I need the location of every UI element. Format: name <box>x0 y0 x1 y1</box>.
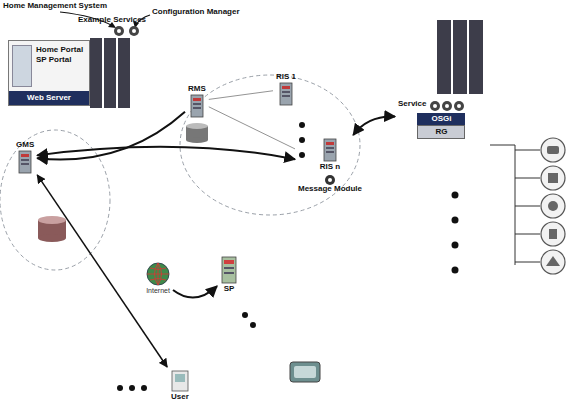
web-server-bar: Web Server <box>9 91 89 105</box>
osgi-bar: OSGi <box>417 113 465 125</box>
rg-box: RG <box>417 125 465 139</box>
user-icon <box>170 370 190 392</box>
server-icon-shape <box>17 150 33 174</box>
portal-panel: Home PortalSP PortalWeb Server <box>8 40 90 106</box>
portal-body: Home PortalSP Portal <box>9 41 89 91</box>
globe-icon <box>146 262 170 286</box>
service-icons <box>114 26 139 36</box>
connector <box>209 91 273 100</box>
gms-server: GMS <box>16 140 34 174</box>
rg-stack <box>437 20 483 94</box>
service-row: Service <box>398 98 465 110</box>
node-label: User <box>171 392 189 402</box>
domain-circles <box>0 75 360 270</box>
globe-icon-shape <box>146 262 170 286</box>
server-icon-shape <box>278 82 294 106</box>
leader-lines <box>60 12 150 26</box>
node-label: Message Module <box>298 184 362 194</box>
server-columns <box>90 38 130 108</box>
residential-gateway: ServiceOSGiRG <box>398 98 465 139</box>
node-label: Web Server <box>13 93 85 103</box>
node-label: Home Portal <box>36 45 83 55</box>
node-label: Service <box>398 99 426 109</box>
server-icon <box>322 138 338 162</box>
node-label: OSGi <box>417 114 465 124</box>
home-devices <box>490 138 565 274</box>
annotation-label: Configuration Manager <box>152 7 240 17</box>
node-label: RIS n <box>320 162 340 172</box>
server-icon-shape <box>220 256 238 284</box>
service-icons <box>429 98 465 110</box>
ris-server: RIS n Message Module <box>298 138 362 194</box>
server-icon <box>220 256 238 284</box>
portal-menu <box>12 45 32 87</box>
server-icon <box>278 82 294 106</box>
sp-server: SP <box>220 256 238 294</box>
ris-server: RIS 1 <box>276 72 296 106</box>
node-label: RMS <box>188 84 206 94</box>
server-icon <box>189 94 205 118</box>
node-label: RG <box>418 127 464 137</box>
service-icons-shape <box>429 100 465 112</box>
server-icon-shape <box>322 138 338 162</box>
title-label: Home Management System <box>3 1 107 11</box>
rms-server: RMS <box>188 84 206 118</box>
database <box>186 123 208 143</box>
card-icon <box>290 362 320 382</box>
server-icon <box>17 150 33 174</box>
database <box>38 216 66 242</box>
portal-text: Home PortalSP Portal <box>36 45 83 87</box>
annotation-label: Example Services <box>78 15 146 25</box>
connector <box>173 286 217 297</box>
ellipsis-dots <box>117 122 459 391</box>
user-terminal: User <box>170 370 190 402</box>
node-label: SP <box>224 284 235 294</box>
module-icon <box>324 172 336 184</box>
node-label: Internet <box>146 286 170 295</box>
connector <box>353 116 395 135</box>
user-icon-shape <box>170 370 190 392</box>
node-label: GMS <box>16 140 34 150</box>
server-icon-shape <box>189 94 205 118</box>
internet-globe: Internet <box>146 262 170 295</box>
node-label: RIS 1 <box>276 72 296 82</box>
connector <box>37 147 295 159</box>
node-label: SP Portal <box>36 55 83 65</box>
connector <box>209 107 295 149</box>
